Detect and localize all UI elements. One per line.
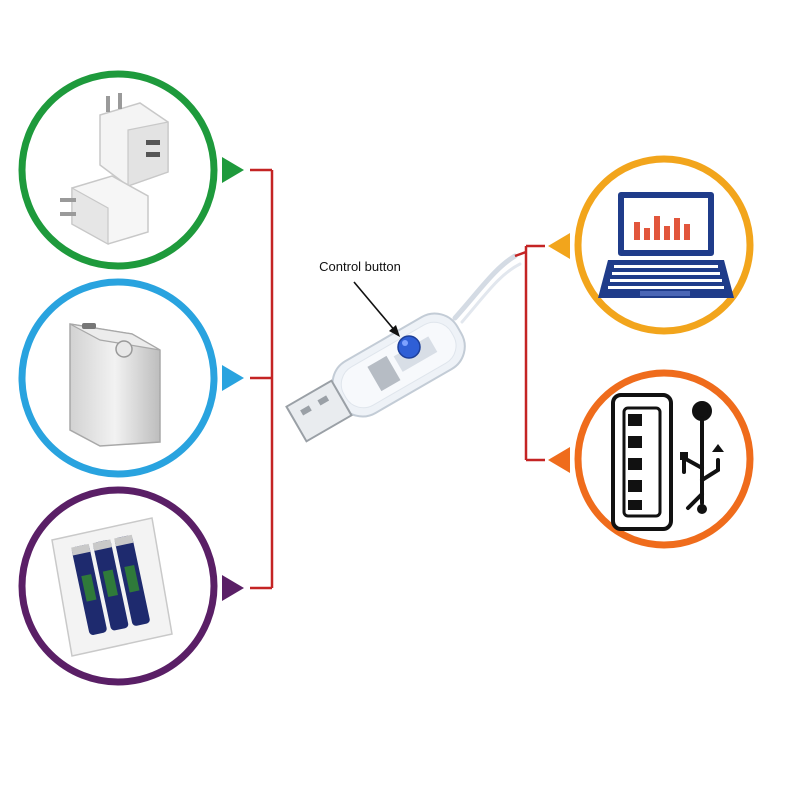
- usb-controller: [285, 253, 522, 443]
- left-bracket: [250, 168, 274, 590]
- usb-port-icon: [611, 393, 673, 531]
- wall-charger-icon: [60, 93, 169, 246]
- right-bracket: [514, 244, 545, 462]
- laptop-group: [548, 155, 754, 335]
- usb-cable: [452, 253, 518, 321]
- laptop-icon: [598, 192, 734, 298]
- battery-box-arrow: [222, 575, 244, 601]
- callout-arrow: [353, 281, 397, 333]
- battery-box-group: [18, 486, 244, 686]
- usb-port-arrow: [548, 447, 570, 473]
- usb-a-plug: [285, 379, 353, 443]
- power-bank-arrow: [222, 365, 244, 391]
- battery-box-icon: [51, 517, 173, 657]
- control-button-label: Control button: [319, 259, 401, 274]
- usb-port-group: [548, 369, 754, 549]
- usb-symbol-icon: [680, 401, 724, 514]
- wall-charger-arrow: [222, 157, 244, 183]
- wall-charger-group: [18, 70, 244, 270]
- power-bank-icon: [69, 323, 161, 447]
- control-button: [397, 335, 421, 359]
- laptop-arrow: [548, 233, 570, 259]
- power-bank-group: [18, 278, 244, 478]
